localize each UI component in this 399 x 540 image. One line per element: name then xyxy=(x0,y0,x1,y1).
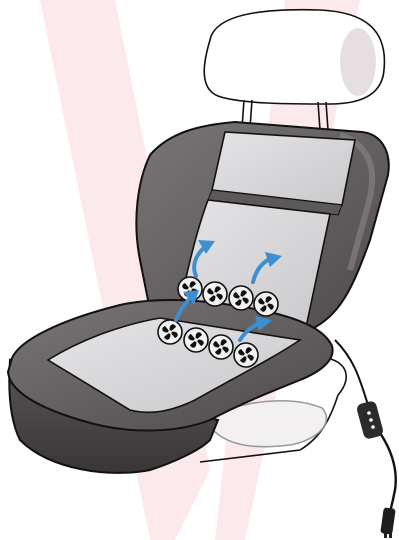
fan-icon xyxy=(209,335,233,359)
fan-icon xyxy=(229,286,253,310)
controller-remote xyxy=(356,400,385,440)
controller-led xyxy=(371,425,375,429)
fan-icon xyxy=(254,292,278,316)
controller-led xyxy=(369,418,373,422)
fan-icon xyxy=(158,320,182,344)
fan-icon xyxy=(234,343,258,367)
power-plug xyxy=(380,507,396,538)
controller-led xyxy=(367,411,371,415)
fan-icon xyxy=(203,282,227,306)
fan-icon xyxy=(184,328,208,352)
